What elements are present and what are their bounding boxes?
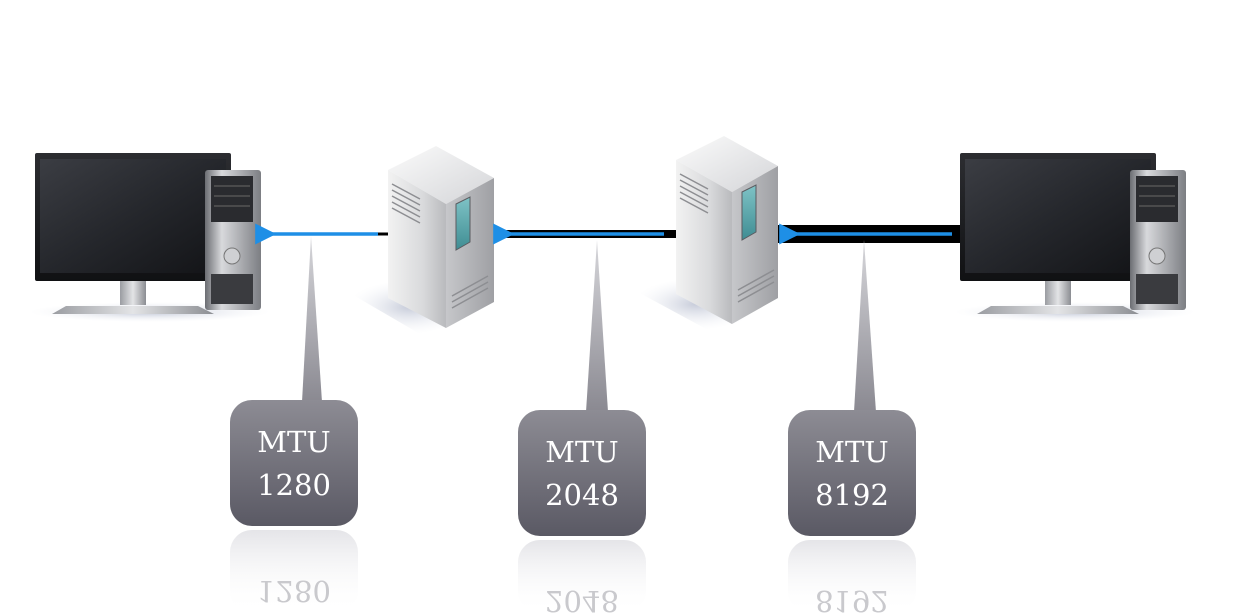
server-icon	[634, 136, 778, 330]
mtu-value-reflection: 2048	[545, 584, 619, 613]
mtu-value: 8192	[815, 478, 889, 512]
mtu-label: MTU	[815, 435, 888, 469]
callout-reflection-3: 8192	[788, 540, 916, 613]
mtu-label: MTU	[257, 425, 330, 459]
mtu-callout-2: MTU 2048	[518, 240, 646, 536]
mtu-value-reflection: 1280	[257, 574, 331, 608]
server-icon	[348, 146, 494, 334]
mtu-value: 1280	[257, 468, 331, 502]
mtu-label: MTU	[545, 435, 618, 469]
callout-reflection-2: 2048	[518, 540, 646, 613]
mtu-value-reflection: 8192	[815, 584, 889, 613]
mtu-callout-1: MTU 1280	[230, 236, 358, 526]
mtu-callout-3: MTU 8192	[788, 240, 916, 536]
mtu-value: 2048	[545, 478, 619, 512]
desktop-computer-icon	[30, 153, 270, 322]
callout-reflection-1: 1280	[230, 530, 358, 613]
desktop-computer-icon	[955, 153, 1195, 322]
